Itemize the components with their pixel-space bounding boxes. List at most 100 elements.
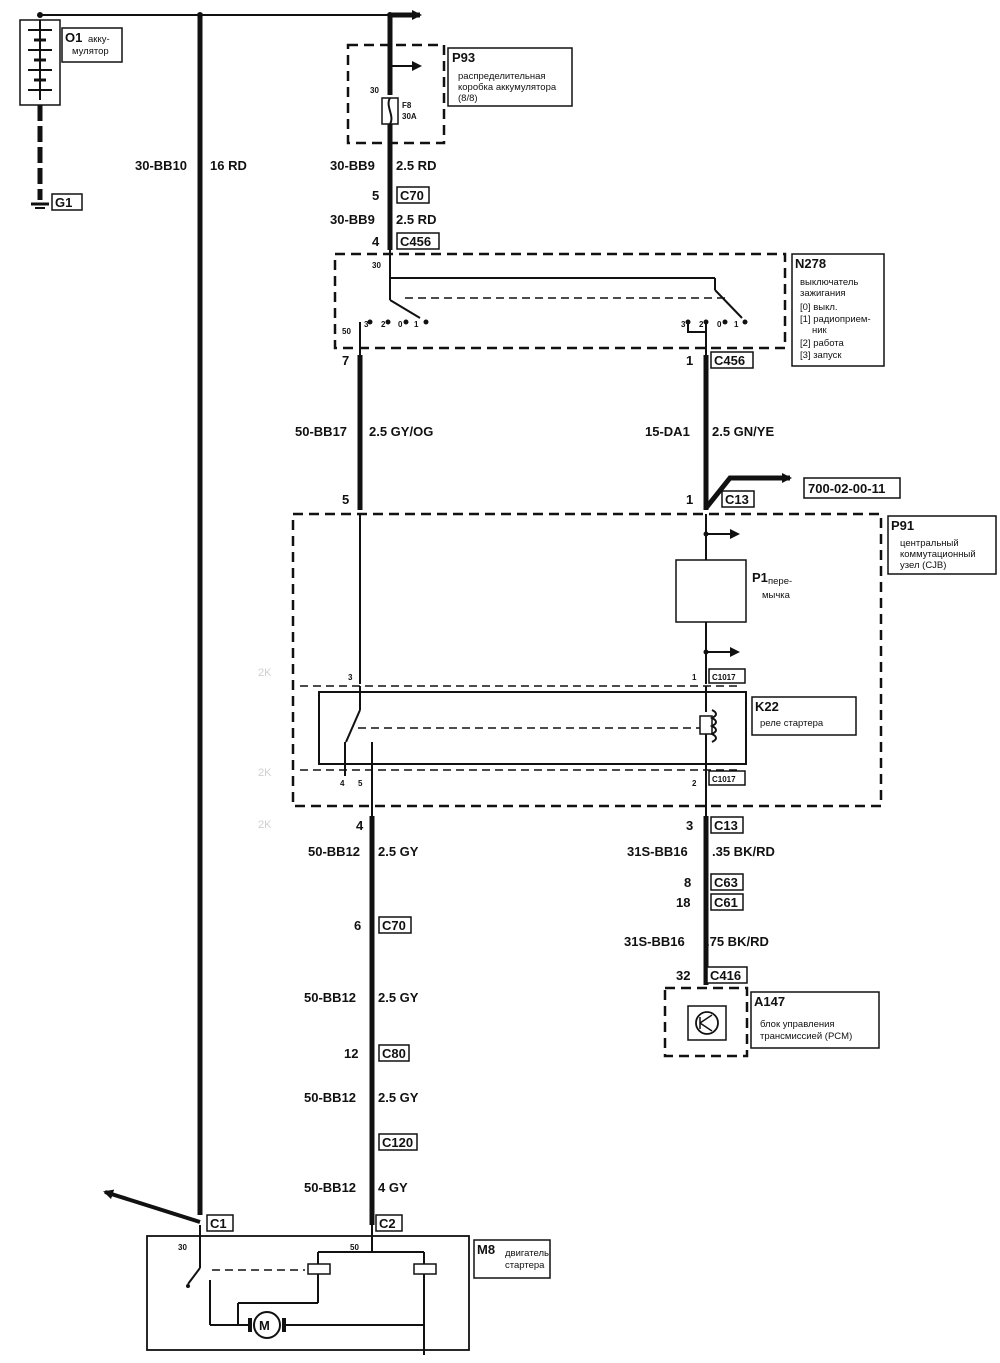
w-bb17-circuit: 50-BB17 xyxy=(295,424,347,439)
w-da1-circuit: 15-DA1 xyxy=(645,424,690,439)
m8-pin50: 50 xyxy=(350,1243,359,1252)
c70a-code: C70 xyxy=(400,188,424,203)
c13b-pin-left: 4 xyxy=(356,818,364,833)
n278-pos-r3: 3 xyxy=(681,320,686,329)
motor-label: M xyxy=(259,1318,270,1333)
a147-desc-2: трансмиссией (PCM) xyxy=(760,1031,852,1042)
relay-coil-icon xyxy=(699,715,713,735)
o1-desc-1: акку- xyxy=(88,34,110,45)
p1-desc-2: мычка xyxy=(762,590,791,601)
w-bb17-spec: 2.5 GY/OG xyxy=(369,424,433,439)
c1017b-pin-mid: 5 xyxy=(358,779,363,788)
o1-code: O1 xyxy=(65,30,82,45)
motor-icon xyxy=(253,1311,281,1339)
p91-desc-2: коммутационный xyxy=(900,549,976,560)
n278-desc-1: выключатель xyxy=(800,277,858,288)
c70b-code: C70 xyxy=(382,918,406,933)
p93-pin: 30 xyxy=(370,86,379,95)
m8-desc-1: двигатель xyxy=(505,1248,549,1259)
n278-desc-2: зажигания xyxy=(800,288,846,299)
p93-desc-2: коробка аккумулятора xyxy=(458,82,557,93)
c13b-code: C13 xyxy=(714,818,738,833)
w-bb12b-circuit: 50-BB12 xyxy=(304,990,356,1005)
n278-code: N278 xyxy=(795,256,826,271)
wires-mid-upper: 7 50-BB17 2.5 GY/OG 5 1 C456 15-DA1 2.5 … xyxy=(295,351,901,510)
solenoid-coil-2 xyxy=(413,1263,437,1275)
c13a-pin-left: 5 xyxy=(342,492,349,507)
c70a-pin: 5 xyxy=(372,188,379,203)
c70b-pin: 6 xyxy=(354,918,361,933)
top-bus xyxy=(37,10,422,20)
c63-code: C63 xyxy=(714,875,738,890)
w-da1-spec: 2.5 GN/YE xyxy=(712,424,774,439)
wires-lower-right: 3 C13 31S-BB16 .35 BK/RD 8 C63 18 C61 31… xyxy=(624,816,775,985)
g1-code: G1 xyxy=(55,195,72,210)
c13a-pin-right: 1 xyxy=(686,492,693,507)
n278-pos-l3: 3 xyxy=(364,320,369,329)
w-bb9a-spec: 2.5 RD xyxy=(396,158,436,173)
c456r-code: C456 xyxy=(714,353,745,368)
fuse-code: F8 xyxy=(402,101,412,110)
svg-text:2K: 2K xyxy=(258,767,272,779)
p93-code: P93 xyxy=(452,50,475,65)
w-bb9b-circuit: 30-BB9 xyxy=(330,212,375,227)
c13a-code: C13 xyxy=(725,492,749,507)
n278-pos-l1: 1 xyxy=(414,320,419,329)
n278-desc-3: [0] выкл. xyxy=(800,302,838,313)
c1017a-code: C1017 xyxy=(712,673,736,682)
cjb-p91: P91 центральный коммутационный узел (CJB… xyxy=(291,512,997,820)
c1017a-pin-left: 3 xyxy=(348,673,353,682)
w-bb10-circuit: 30-BB10 xyxy=(135,158,187,173)
battery-o1: O1 акку- мулятор G1 xyxy=(19,19,123,211)
p1-desc-1: пере- xyxy=(768,576,792,587)
battery-icon xyxy=(28,20,52,100)
n278-pin-top: 30 xyxy=(372,261,381,270)
p1-jumper xyxy=(675,559,747,623)
n278-desc-4: [1] радиоприем- xyxy=(800,314,871,325)
c416-pin: 32 xyxy=(676,968,690,983)
c456l-pin: 7 xyxy=(342,353,349,368)
n278-pos-l0: 0 xyxy=(398,320,403,329)
w-bb12d-circuit: 50-BB12 xyxy=(304,1180,356,1195)
w-bb16a-spec: .35 BK/RD xyxy=(712,844,775,859)
n278-pos-r1: 1 xyxy=(734,320,739,329)
transistor-icon xyxy=(695,1011,719,1035)
c416-code: C416 xyxy=(710,968,741,983)
a147-code: A147 xyxy=(754,994,785,1009)
c1-code: C1 xyxy=(210,1216,227,1231)
pcm-a147: A147 блок управления трансмиссией (PCM) xyxy=(663,986,880,1058)
k22-code: K22 xyxy=(755,699,779,714)
solenoid-coil-1 xyxy=(307,1263,331,1275)
n278-desc-6: [2] работа xyxy=(800,338,845,349)
w-bb12c-spec: 2.5 GY xyxy=(378,1090,419,1105)
w-bb12d-spec: 4 GY xyxy=(378,1180,408,1195)
c456a-pin: 4 xyxy=(372,234,380,249)
wires-lower-left: 4 50-BB12 2.5 GY 6 C70 50-BB12 2.5 GY 12… xyxy=(304,816,419,1225)
p93-desc-1: распределительная xyxy=(458,71,546,82)
c80-code: C80 xyxy=(382,1046,406,1061)
w-bb12a-circuit: 50-BB12 xyxy=(308,844,360,859)
starter-motor-m8: C1 C2 30 50 M M8 двигатель стартера xyxy=(146,1214,551,1355)
c2-code: C2 xyxy=(379,1216,396,1231)
p1-code: P1 xyxy=(752,570,768,585)
wire-30-bb10: 30-BB10 16 RD xyxy=(103,15,247,1224)
w-bb12c-circuit: 50-BB12 xyxy=(304,1090,356,1105)
p91-desc-1: центральный xyxy=(900,538,959,549)
wire-30-bb9: 30-BB9 2.5 RD 5 C70 30-BB9 2.5 RD 4 C456 xyxy=(330,158,440,250)
fuse-rating: 30A xyxy=(402,112,417,121)
svg-text:2K: 2K xyxy=(258,667,272,679)
w-bb9b-spec: 2.5 RD xyxy=(396,212,436,227)
w-bb10-spec: 16 RD xyxy=(210,158,247,173)
a147-desc-1: блок управления xyxy=(760,1019,835,1030)
c1017b-code: C1017 xyxy=(712,775,736,784)
n278-pos-r2: 2 xyxy=(699,320,704,329)
ground-icon xyxy=(31,202,49,209)
c1017a-pin-right: 1 xyxy=(692,673,697,682)
p91-code: P91 xyxy=(891,518,914,533)
ref-link: 700-02-00-11 xyxy=(808,481,885,496)
ignition-switch-n278: 30 3 2 0 1 50 3 2 0 1 N278 выключатель з… xyxy=(333,250,885,367)
o1-desc-2: мулятор xyxy=(72,46,109,57)
w-bb12a-spec: 2.5 GY xyxy=(378,844,419,859)
c1017b-pin-right: 2 xyxy=(692,779,697,788)
